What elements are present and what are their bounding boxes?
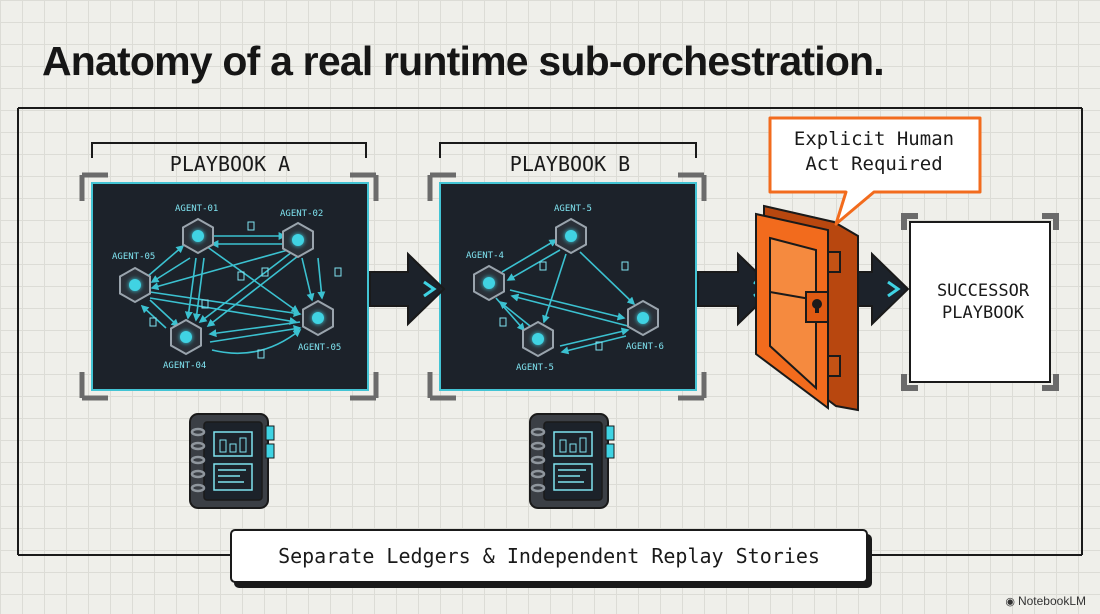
- playbook-b-label: PLAYBOOK B: [509, 152, 631, 176]
- agent-node: [473, 264, 505, 302]
- agent-label: AGENT-04: [163, 361, 207, 371]
- agent-label: AGENT-01: [175, 204, 219, 214]
- agent-node: [522, 320, 554, 358]
- agent-node: [170, 318, 202, 356]
- successor-line: PLAYBOOK: [942, 303, 1024, 323]
- brand-mark: ◉NotebookLM: [1005, 594, 1086, 608]
- agent-nodes-b: [473, 217, 659, 358]
- callout-line: Act Required: [805, 153, 943, 175]
- callout-line: Explicit Human: [793, 128, 955, 150]
- playbook-b-panel: [427, 172, 707, 401]
- flow-arrow-a-to-b: [369, 251, 446, 327]
- agent-label: AGENT-05: [112, 252, 156, 262]
- playbook-b-bracket: [439, 142, 697, 158]
- playbook-a-bracket: [91, 142, 367, 158]
- callout-bubble: [768, 116, 982, 226]
- message-doc-glyphs-a: [149, 221, 342, 359]
- agent-label: AGENT-5: [516, 363, 554, 373]
- agent-label: AGENT-05: [298, 343, 342, 353]
- notebook-icon: [189, 413, 275, 509]
- vault-door-icon: [755, 204, 859, 412]
- agent-nodes-a: [119, 217, 334, 356]
- flow-arrow-vault-to-successor: [851, 251, 910, 327]
- playbook-b-edges: [495, 239, 636, 355]
- notebook-icon: [529, 413, 615, 509]
- page-title: Anatomy of a real runtime sub-orchestrat…: [42, 38, 885, 84]
- agent-label: AGENT-02: [280, 209, 324, 219]
- agent-node: [182, 217, 214, 255]
- callout-text: Explicit Human Act Required: [772, 127, 976, 177]
- brand-name: NotebookLM: [1017, 594, 1086, 608]
- agent-node: [555, 217, 587, 255]
- playbook-a-label: PLAYBOOK A: [169, 152, 291, 176]
- agent-label: AGENT-6: [626, 342, 664, 352]
- ledger-caption: Separate Ledgers & Independent Replay St…: [230, 529, 868, 583]
- agent-node: [119, 266, 151, 304]
- agent-node: [627, 299, 659, 337]
- successor-playbook-box: [901, 213, 1059, 391]
- message-doc-glyphs-b: [499, 261, 629, 351]
- agent-node: [282, 221, 314, 259]
- playbook-a-edges: [140, 232, 326, 355]
- notebook-lm-logo-icon: ◉: [1005, 596, 1015, 608]
- agent-node: [302, 299, 334, 337]
- successor-label: SUCCESSOR PLAYBOOK: [912, 280, 1054, 324]
- agent-label: AGENT-5: [554, 204, 592, 214]
- playbook-a-panel: [79, 172, 379, 401]
- agent-label: AGENT-4: [466, 251, 504, 261]
- successor-line: SUCCESSOR: [936, 281, 1030, 301]
- outer-frame: [17, 107, 1083, 556]
